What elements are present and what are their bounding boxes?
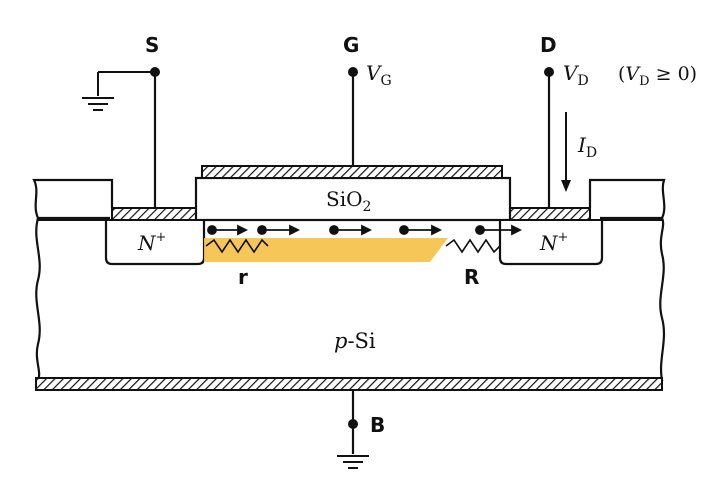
drain-label: D (540, 33, 557, 57)
n-plus-drain-label: N+ (539, 230, 568, 255)
drain-current-label: ID (577, 133, 597, 161)
channel-resistor-r (205, 238, 269, 254)
source-label: S (145, 33, 159, 57)
ground-icon (337, 455, 369, 469)
wafer-step-left (32, 178, 114, 219)
pinchoff-resistor-R (445, 238, 501, 254)
channel-resistance-label: r (238, 265, 248, 289)
pinchoff-resistance-label: R (464, 265, 479, 289)
electron-flow (207, 224, 523, 236)
body-contact-metal (35, 377, 663, 391)
inversion-channel (204, 238, 448, 262)
gate-metal (201, 165, 503, 179)
oxide-label: SiO2 (326, 187, 371, 215)
wafer-step-right (588, 178, 666, 219)
ground-icon (82, 97, 114, 111)
drain-metal (509, 207, 591, 221)
n-plus-source-label: N+ (137, 230, 166, 255)
drain-voltage-label: VD (563, 61, 589, 89)
n-plus-drain-region (498, 220, 604, 266)
substrate-label: p-Si (334, 329, 376, 353)
source-metal (111, 207, 197, 221)
gate-voltage-label: VG (366, 61, 392, 89)
body-terminal-dot[interactable] (348, 419, 358, 429)
drain-current-arrow (561, 112, 571, 192)
body-label: B (370, 413, 385, 437)
gate-label: G (343, 33, 359, 57)
n-plus-source-region (104, 220, 206, 266)
drain-terminal-dot[interactable] (544, 67, 554, 77)
gate-terminal-dot[interactable] (348, 67, 358, 77)
drain-voltage-condition: (VD ≥ 0) (618, 63, 697, 89)
